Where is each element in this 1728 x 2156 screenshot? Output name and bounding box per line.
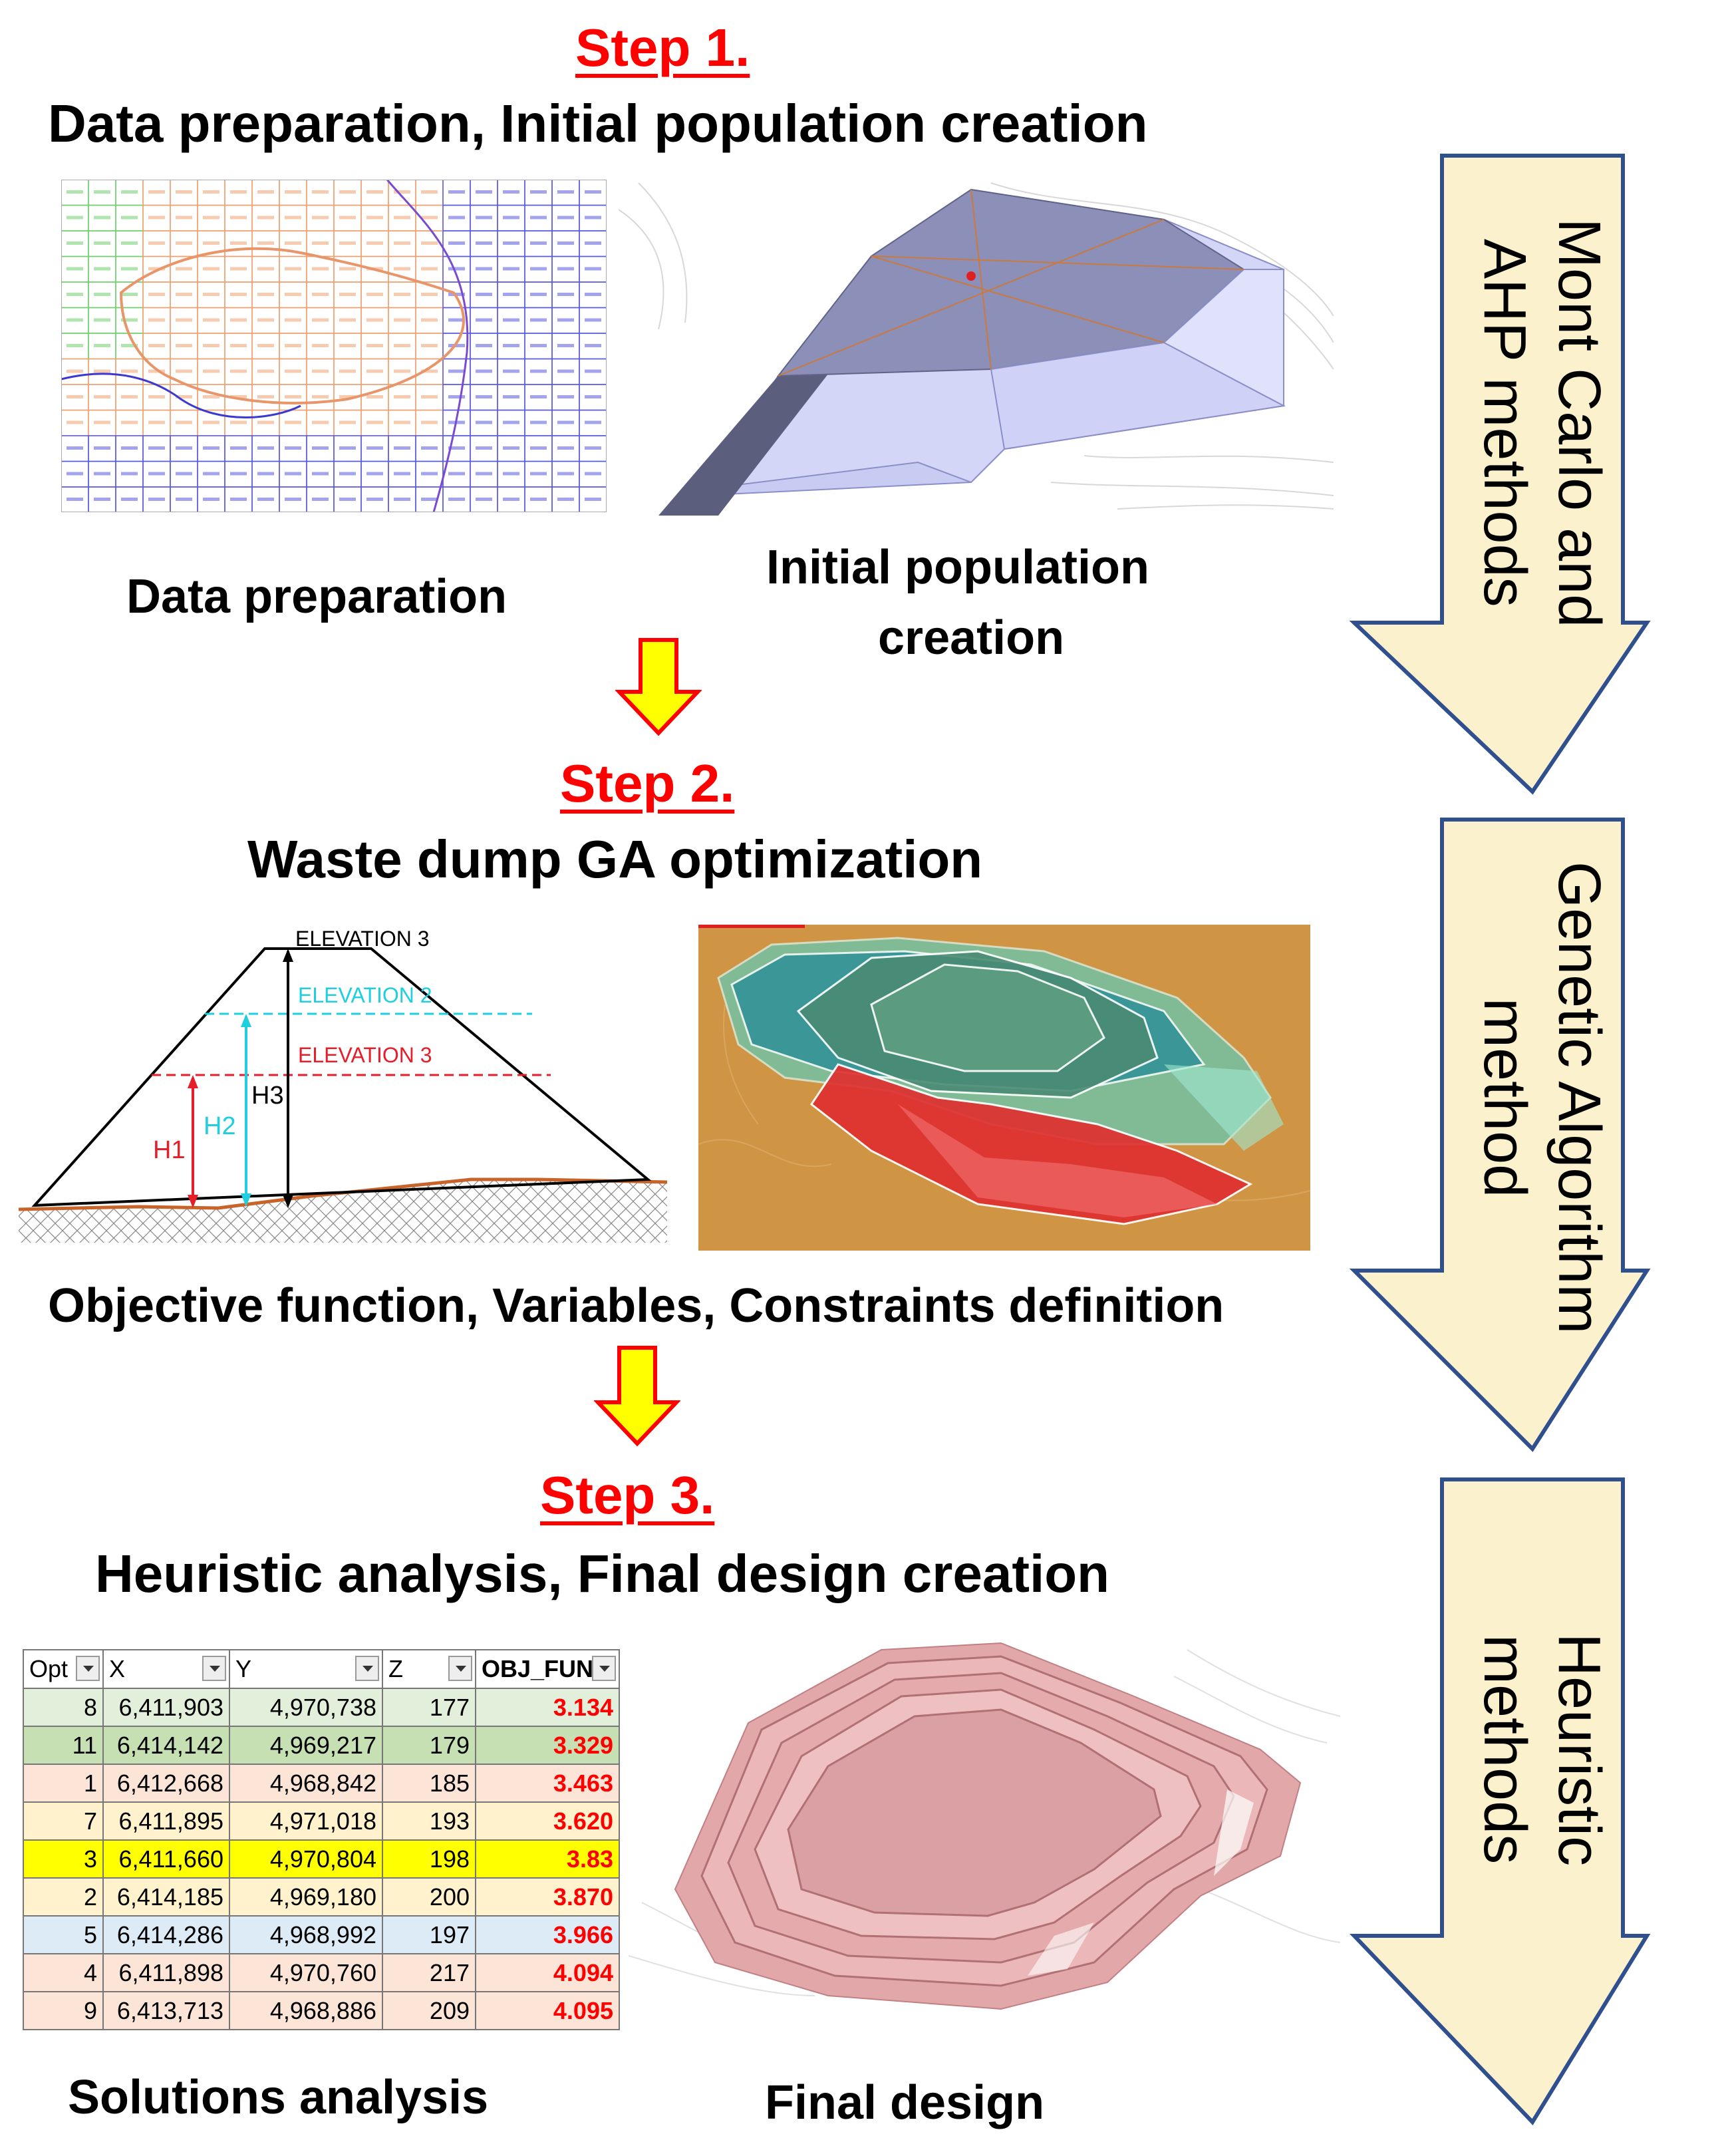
cell-y[interactable]: 4,969,180 [229,1877,383,1917]
cell-obj[interactable]: 3.870 [475,1877,620,1917]
cell-x[interactable]: 6,414,286 [102,1915,230,1954]
cell-x[interactable]: 6,414,185 [102,1877,230,1917]
side-arrow-mont-carlo-ahp [1349,154,1651,795]
cell-z[interactable]: 197 [382,1915,476,1954]
cell-x[interactable]: 6,411,898 [102,1953,230,1992]
cell-y[interactable]: 4,968,886 [229,1991,383,2030]
cell-x[interactable]: 6,411,903 [102,1688,230,1727]
step3-label: Step 3. [540,1465,715,1525]
cell-obj[interactable]: 3.83 [475,1839,620,1879]
filter-dropdown-icon[interactable] [202,1656,226,1681]
h2-label: H2 [204,1112,236,1140]
step2-caption: Objective function, Variables, Constrain… [48,1279,1224,1332]
elevation-low-label: ELEVATION 3 [298,1043,432,1067]
cell-obj[interactable]: 3.620 [475,1801,620,1841]
elevation-top-label: ELEVATION 3 [295,927,430,951]
cell-opt[interactable]: 7 [23,1801,104,1841]
step1-caption-left: Data preparation [126,570,507,623]
h3-label: H3 [251,1082,284,1110]
column-header-opt[interactable]: Opt [23,1649,104,1689]
side-arrow-heuristic [1349,1477,1651,2125]
cell-opt[interactable]: 1 [23,1764,104,1803]
cell-opt[interactable]: 3 [23,1839,104,1879]
cell-z[interactable]: 200 [382,1877,476,1917]
column-header-obj-fun[interactable]: OBJ_FUN [475,1649,620,1689]
cell-z[interactable]: 177 [382,1688,476,1727]
cell-opt[interactable]: 8 [23,1688,104,1727]
initial-population-image [619,170,1334,516]
cell-opt[interactable]: 2 [23,1877,104,1917]
flow-arrow-down-icon [594,1346,680,1447]
table-header-row: Opt X Y Z OBJ_FUN [23,1649,620,1689]
cell-z[interactable]: 179 [382,1726,476,1765]
filter-dropdown-icon[interactable] [355,1656,379,1681]
cell-obj[interactable]: 3.966 [475,1915,620,1954]
cell-y[interactable]: 4,968,842 [229,1764,383,1803]
column-header-z[interactable]: Z [382,1649,476,1689]
cell-z[interactable]: 217 [382,1953,476,1992]
cell-opt[interactable]: 5 [23,1915,104,1954]
cell-obj[interactable]: 4.094 [475,1953,620,1992]
step1-heading: Data preparation, Initial population cre… [48,94,1148,153]
ga-optimization-image [698,925,1310,1251]
cell-x[interactable]: 6,413,713 [102,1991,230,2030]
step2-heading: Waste dump GA optimization [247,830,983,889]
cell-opt[interactable]: 9 [23,1991,104,2030]
h1-label: H1 [153,1136,186,1164]
filter-dropdown-icon[interactable] [76,1656,100,1681]
cell-y[interactable]: 4,970,738 [229,1688,383,1727]
column-header-y[interactable]: Y [229,1649,383,1689]
cell-opt[interactable]: 4 [23,1953,104,1992]
cell-x[interactable]: 6,412,668 [102,1764,230,1803]
step1-label: Step 1. [575,18,750,77]
cell-y[interactable]: 4,970,760 [229,1953,383,1992]
step3-caption-left: Solutions analysis [68,2071,489,2124]
cell-y[interactable]: 4,969,217 [229,1726,383,1765]
cell-y[interactable]: 4,968,992 [229,1915,383,1954]
step2-label: Step 2. [560,754,735,813]
cell-x[interactable]: 6,414,142 [102,1726,230,1765]
side-arrow-genetic-algorithm [1349,818,1651,1452]
step1-caption-right-line2: creation [878,611,1065,665]
cell-opt[interactable]: 11 [23,1726,104,1765]
sort-filter-icon[interactable] [592,1656,616,1681]
step1-caption-right-line1: Initial population [766,541,1149,594]
cell-y[interactable]: 4,971,018 [229,1801,383,1841]
cell-z[interactable]: 185 [382,1764,476,1803]
cell-x[interactable]: 6,411,895 [102,1801,230,1841]
zoning-map-image [61,180,607,512]
flow-arrow-down-icon [615,638,702,736]
final-design-image [629,1623,1340,2042]
dump-cross-section-diagram [19,947,667,1243]
step3-heading: Heuristic analysis, Final design creatio… [95,1544,1109,1603]
cell-z[interactable]: 198 [382,1839,476,1879]
cell-obj[interactable]: 3.329 [475,1726,620,1765]
cell-z[interactable]: 193 [382,1801,476,1841]
elevation-mid-label: ELEVATION 2 [298,983,432,1007]
cell-y[interactable]: 4,970,804 [229,1839,383,1879]
cell-x[interactable]: 6,411,660 [102,1839,230,1879]
column-header-x[interactable]: X [102,1649,230,1689]
cell-obj[interactable]: 3.463 [475,1764,620,1803]
cell-obj[interactable]: 4.095 [475,1991,620,2030]
cell-z[interactable]: 209 [382,1991,476,2030]
cell-obj[interactable]: 3.134 [475,1688,620,1727]
filter-dropdown-icon[interactable] [448,1656,472,1681]
step3-caption-right: Final design [765,2076,1045,2129]
